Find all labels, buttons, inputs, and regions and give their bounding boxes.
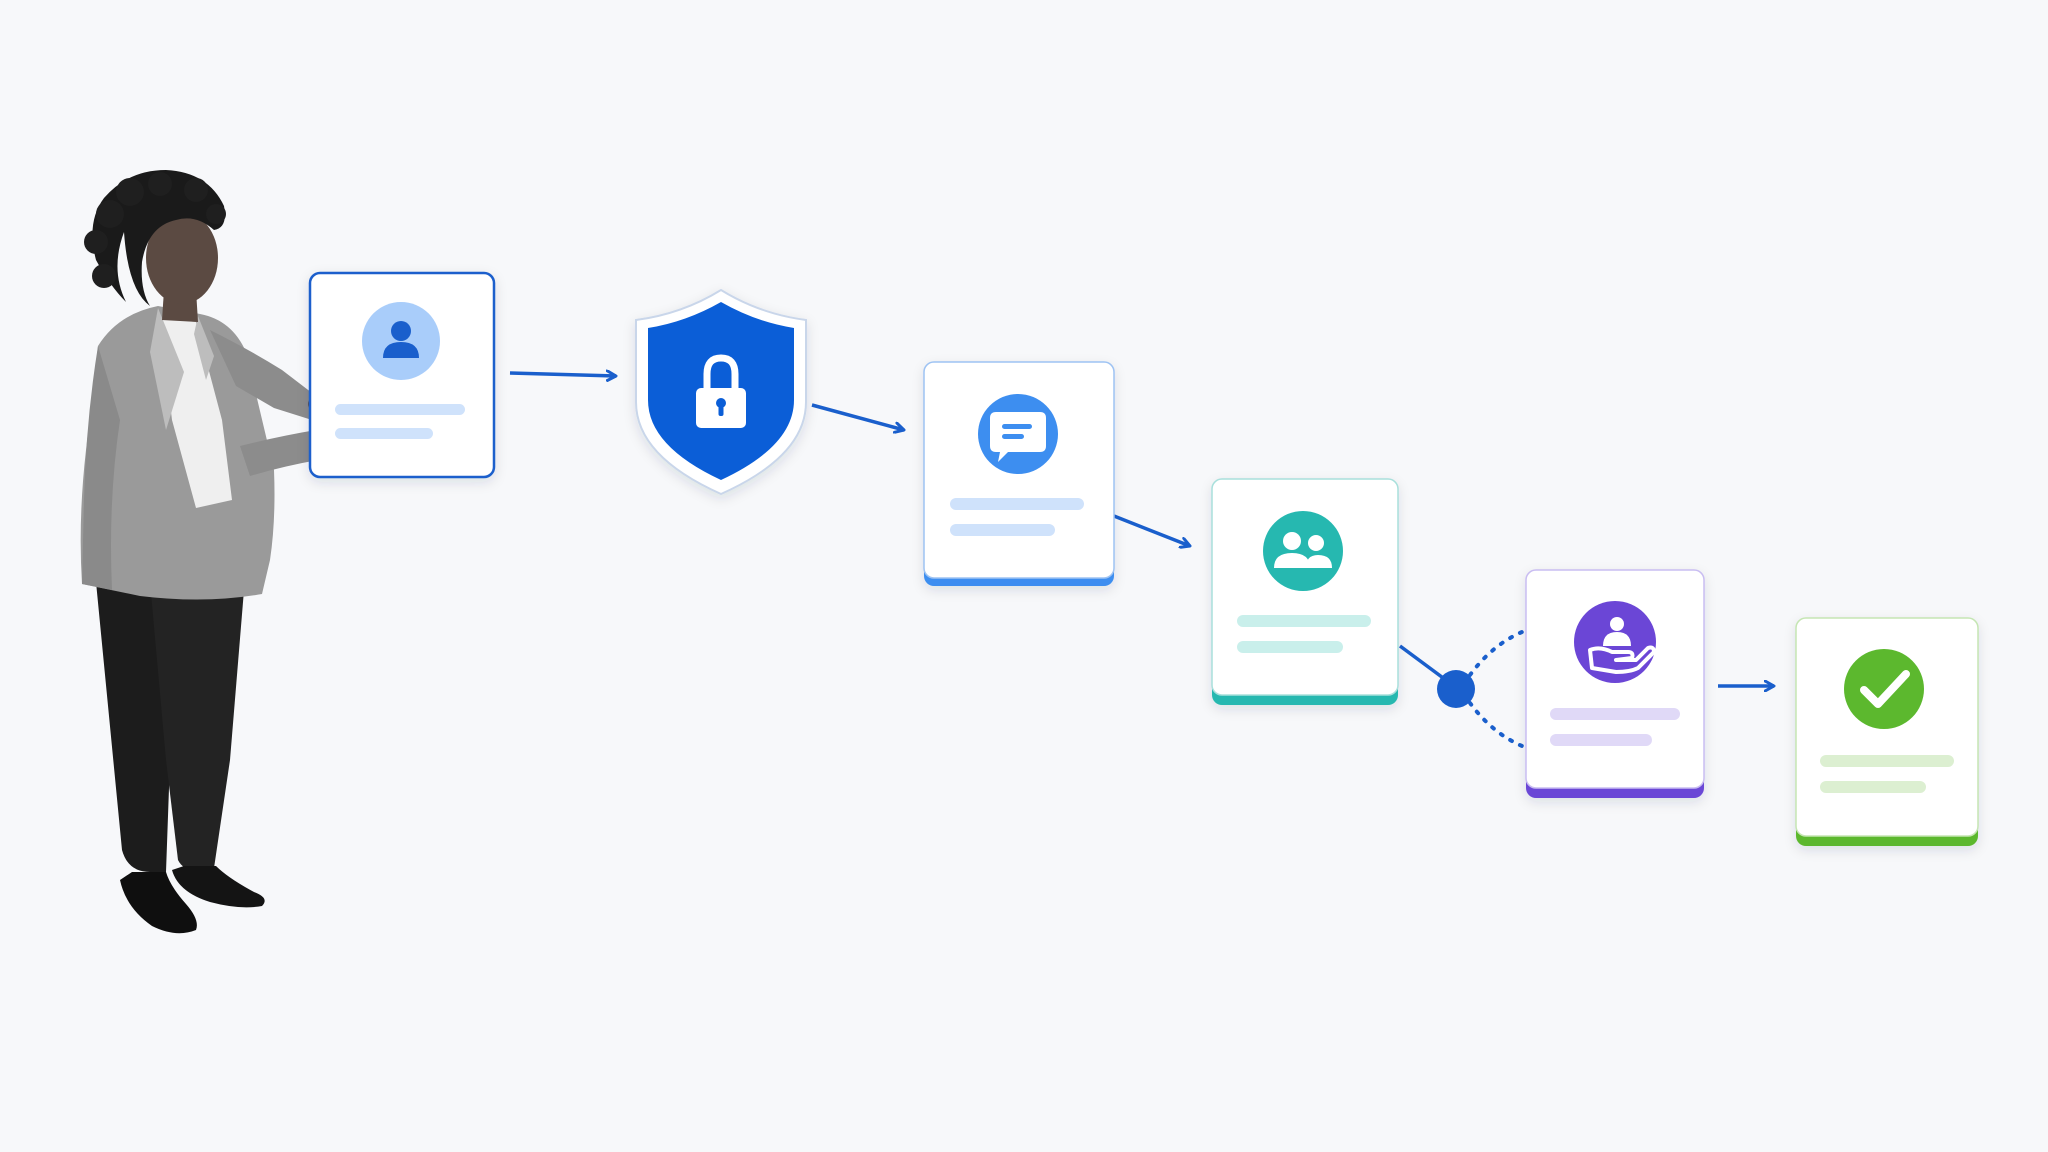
connector-dotted bbox=[1468, 701, 1524, 748]
connector-dotted bbox=[1468, 630, 1524, 677]
chat-icon bbox=[990, 412, 1046, 462]
woman-presenter-photo bbox=[80, 170, 347, 934]
user-icon bbox=[383, 321, 419, 358]
junction-node bbox=[1437, 670, 1475, 708]
connector-arrow bbox=[811, 403, 904, 430]
hand-care-icon bbox=[1588, 617, 1656, 674]
connectors bbox=[509, 373, 1774, 748]
step-card-profile bbox=[308, 271, 496, 479]
checkmark-icon bbox=[1860, 670, 1910, 708]
step-card-support bbox=[1525, 569, 1705, 798]
step-card-message bbox=[923, 361, 1115, 586]
people-icon bbox=[1274, 532, 1332, 568]
lock-icon bbox=[696, 354, 746, 428]
step-card-complete bbox=[1795, 617, 1979, 846]
connector-arrow bbox=[1113, 514, 1190, 546]
step-card-team bbox=[1211, 478, 1399, 705]
security-shield bbox=[635, 288, 807, 496]
connector-arrow bbox=[509, 373, 616, 376]
